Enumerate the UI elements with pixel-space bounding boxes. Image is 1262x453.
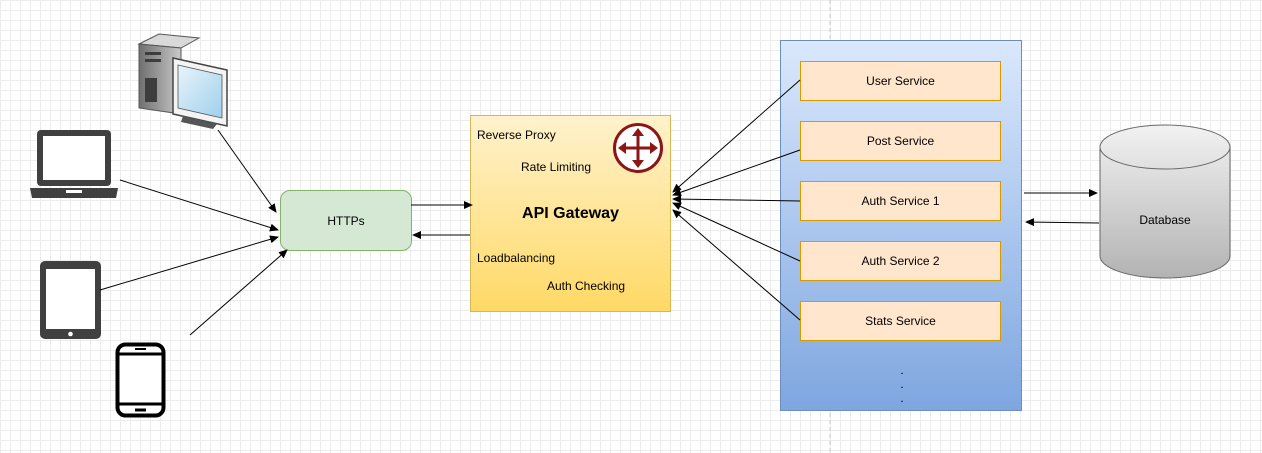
arrow-stats-service-to-gateway [672, 209, 801, 321]
https-node[interactable]: HTTPs [280, 190, 412, 251]
auth-service-1-node[interactable]: Auth Service 1 [800, 181, 1001, 221]
arrow-database-to-services [1025, 218, 1100, 227]
arrow-user-service-to-gateway [672, 79, 801, 193]
arrow-auth-service-2-to-gateway [672, 202, 801, 262]
arrow-desktop-to-https [217, 129, 277, 213]
arrow-phone-to-https [189, 249, 288, 336]
database-label: Database [1139, 213, 1191, 227]
service-label: Post Service [866, 134, 935, 148]
service-label: Stats Service [865, 314, 936, 328]
ellipsis-dot: . [900, 377, 904, 391]
service-label: Auth Service 1 [861, 194, 940, 208]
router-icon [613, 123, 663, 173]
auth-service-2-node[interactable]: Auth Service 2 [800, 241, 1001, 281]
gateway-feature-auth-checking: Auth Checking [547, 279, 626, 293]
user-service-node[interactable]: User Service [800, 61, 1001, 101]
ellipsis-dot: . [900, 391, 904, 405]
arrow-auth-service-1-to-gateway [672, 195, 801, 204]
stats-service-node[interactable]: Stats Service [800, 301, 1001, 341]
more-services-ellipsis: . . . [899, 363, 905, 405]
service-label: User Service [866, 74, 935, 88]
gateway-title: API Gateway [522, 205, 619, 222]
arrow-tablet-to-https [99, 235, 279, 291]
api-gateway-node[interactable]: Reverse Proxy Rate Limiting API Gateway … [470, 115, 671, 312]
database-icon[interactable] [1099, 124, 1231, 280]
smartphone-icon [115, 342, 166, 418]
arrow-laptop-to-https [119, 179, 279, 232]
tablet-icon [40, 261, 101, 339]
gateway-feature-loadbalancing: Loadbalancing [477, 251, 556, 265]
laptop-icon [30, 130, 118, 198]
post-service-node[interactable]: Post Service [800, 121, 1001, 161]
services-panel: User Service Post Service Auth Service 1… [780, 40, 1022, 411]
https-label: HTTPs [327, 213, 365, 228]
service-label: Auth Service 2 [861, 254, 940, 268]
gateway-feature-rate-limiting: Rate Limiting [521, 160, 592, 174]
ellipsis-dot: . [900, 363, 904, 377]
desktop-computer-icon [137, 33, 228, 129]
gateway-feature-reverse-proxy: Reverse Proxy [477, 128, 556, 142]
arrow-post-service-to-gateway [672, 149, 801, 197]
